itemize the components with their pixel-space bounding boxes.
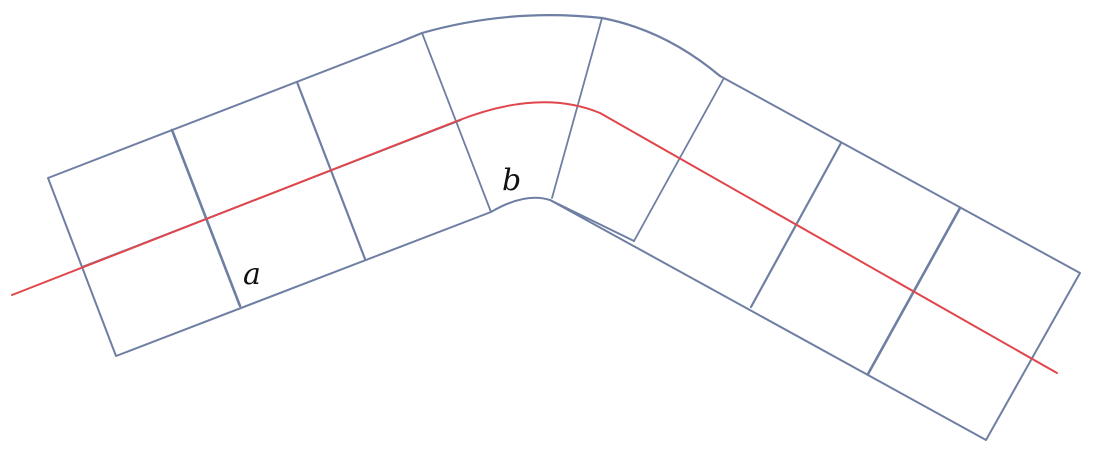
left-section-outer-boundary — [47, 41, 492, 357]
right-section-outer-boundary — [549, 75, 1081, 441]
bend-outer-arc — [398, 14, 722, 78]
left-section-rung-1 — [170, 128, 242, 308]
bend-rung-right — [551, 17, 603, 199]
label-a: a — [243, 257, 261, 292]
center-curve — [11, 101, 1058, 374]
left-section-rung-3 — [421, 32, 492, 213]
right-section-rung-1 — [633, 77, 725, 242]
label-b: b — [502, 163, 521, 198]
